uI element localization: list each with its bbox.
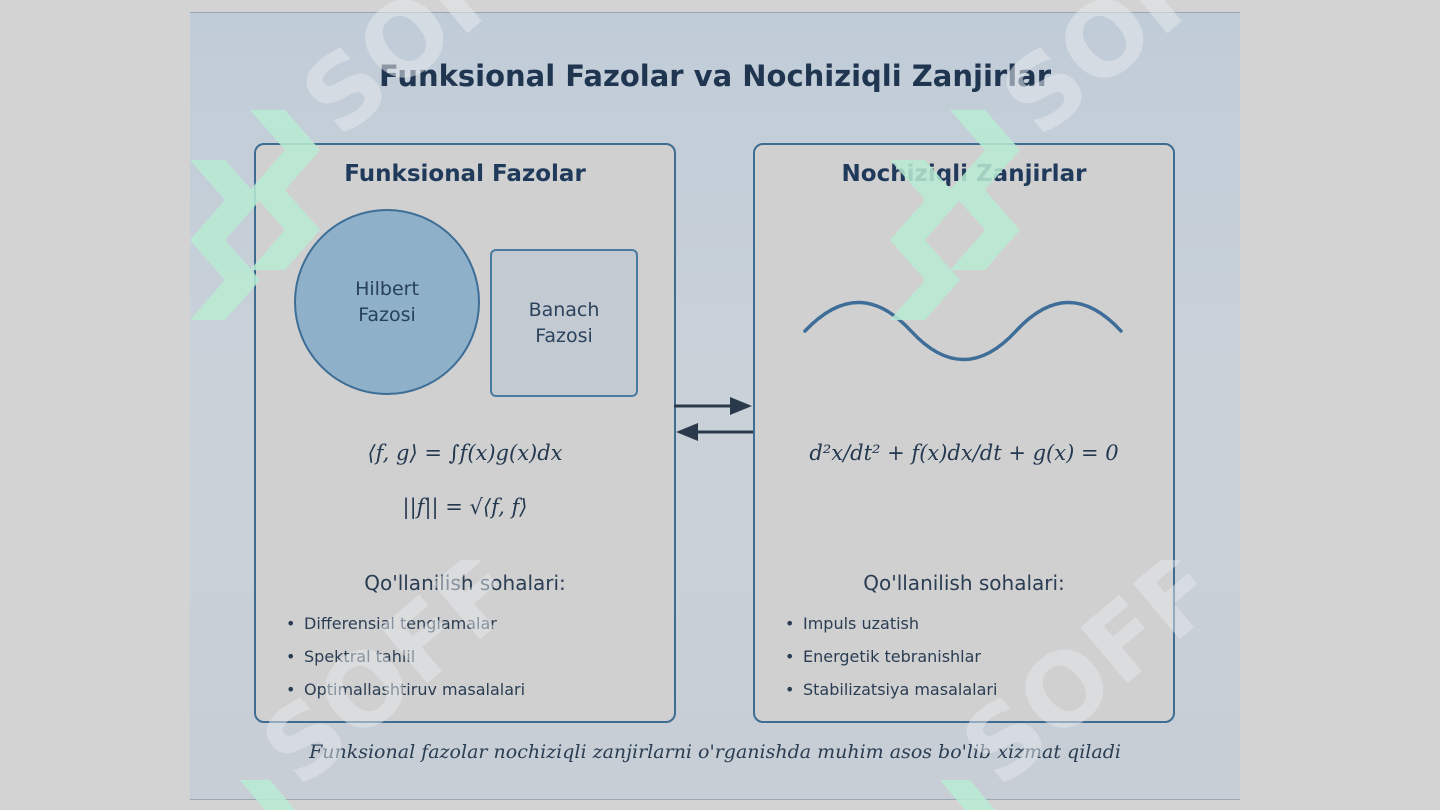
- banach-label-line2: Fazosi: [535, 325, 593, 347]
- diagram-footer-caption: Funksional fazolar nochiziqli zanjirlarn…: [309, 741, 1121, 763]
- list-item: Spektral tahlil: [286, 646, 525, 679]
- diagram-slide: Funksional Fazolar va Nochiziqli Zanjirl…: [190, 12, 1240, 800]
- left-applications-title: Qo'llanilish sohalari:: [364, 571, 566, 595]
- sine-wave-icon: [803, 300, 1123, 362]
- inner-product-formula: ⟨f, g⟩ = ∫f(x)g(x)dx: [367, 441, 563, 465]
- list-item: Differensial tenglamalar: [286, 613, 525, 646]
- left-applications-list: Differensial tenglamalar Spektral tahlil…: [286, 613, 525, 712]
- banach-space-box: Banach Fazosi: [490, 249, 638, 397]
- functional-spaces-panel: Funksional Fazolar Hilbert Fazosi Banach…: [254, 143, 676, 723]
- hilbert-label-line2: Fazosi: [358, 304, 416, 326]
- hilbert-label-line1: Hilbert: [355, 278, 419, 300]
- diagram-title: Funksional Fazolar va Nochiziqli Zanjirl…: [378, 59, 1052, 93]
- hilbert-space-circle: Hilbert Fazosi: [294, 209, 480, 395]
- list-item: Stabilizatsiya masalalari: [785, 679, 997, 712]
- arrow-left-icon: [676, 423, 754, 441]
- arrow-right-icon: [674, 397, 752, 415]
- right-applications-list: Impuls uzatish Energetik tebranishlar St…: [785, 613, 997, 712]
- functional-spaces-title: Funksional Fazolar: [344, 161, 586, 187]
- list-item: Optimallashtiruv masalalari: [286, 679, 525, 712]
- right-applications-title: Qo'llanilish sohalari:: [863, 571, 1065, 595]
- banach-label-line1: Banach: [528, 299, 600, 321]
- nonlinear-equation: d²x/dt² + f(x)dx/dt + g(x) = 0: [809, 441, 1119, 465]
- bidirectional-arrows: [674, 397, 754, 441]
- nonlinear-circuits-panel: Nochiziqli Zanjirlar d²x/dt² + f(x)dx/dt…: [753, 143, 1175, 723]
- list-item: Impuls uzatish: [785, 613, 997, 646]
- nonlinear-circuits-title: Nochiziqli Zanjirlar: [841, 161, 1087, 187]
- norm-formula: ||f|| = √⟨f, f⟩: [402, 495, 528, 519]
- list-item: Energetik tebranishlar: [785, 646, 997, 679]
